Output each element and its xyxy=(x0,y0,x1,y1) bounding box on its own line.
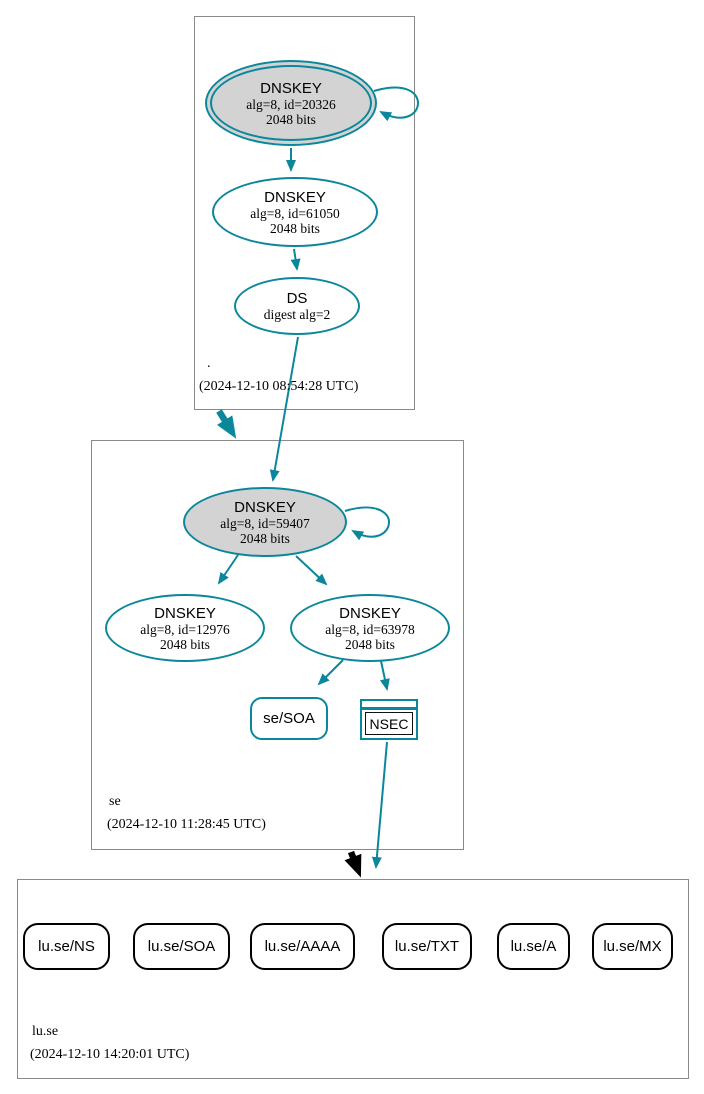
dnskey-title: DNSKEY xyxy=(154,604,216,622)
dnskey-size: 2048 bits xyxy=(240,530,290,546)
se-zsk2-dnskey-node[interactable]: DNSKEY alg=8, id=63978 2048 bits xyxy=(290,594,450,662)
rrset-label: se/SOA xyxy=(263,710,315,727)
rrset-label: lu.se/AAAA xyxy=(264,938,341,955)
luse-mx-rrset-node[interactable]: lu.se/MX xyxy=(592,923,673,970)
dnskey-title: DNSKEY xyxy=(234,498,296,516)
nsec-label: NSEC xyxy=(365,712,413,735)
dnskey-algorithm: alg=8, id=12976 xyxy=(140,621,230,637)
luse-soa-rrset-node[interactable]: lu.se/SOA xyxy=(133,923,230,970)
zone-box-luse xyxy=(17,879,689,1079)
zone-name-luse: lu.se xyxy=(32,1024,59,1039)
dnskey-size: 2048 bits xyxy=(266,111,316,127)
se-nsec-node[interactable]: NSEC xyxy=(360,699,418,740)
dnskey-title: DNSKEY xyxy=(264,188,326,206)
dnskey-size: 2048 bits xyxy=(345,636,395,652)
nsec-top-cell xyxy=(362,701,416,710)
luse-ns-rrset-node[interactable]: lu.se/NS xyxy=(23,923,110,970)
rrset-label: lu.se/A xyxy=(510,938,557,955)
rrset-label: lu.se/NS xyxy=(38,938,95,955)
zone-timestamp-root: (2024-12-10 08:54:28 UTC) xyxy=(199,379,359,394)
luse-a-rrset-node[interactable]: lu.se/A xyxy=(497,923,570,970)
se-soa-rrset-node[interactable]: se/SOA xyxy=(250,697,328,740)
root-ds-node[interactable]: DS digest alg=2 xyxy=(234,277,360,335)
dnskey-algorithm: alg=8, id=63978 xyxy=(325,621,415,637)
dnskey-size: 2048 bits xyxy=(270,220,320,236)
zone-timestamp-se: (2024-12-10 11:28:45 UTC) xyxy=(107,817,266,832)
rrset-label: lu.se/SOA xyxy=(147,938,216,955)
luse-aaaa-rrset-node[interactable]: lu.se/AAAA xyxy=(250,923,355,970)
rrset-label: lu.se/MX xyxy=(603,938,662,955)
se-ksk-dnskey-node[interactable]: DNSKEY alg=8, id=59407 2048 bits xyxy=(183,487,347,557)
zone-name-se: se xyxy=(109,794,121,809)
delegation-arrow-insecure-se-luse xyxy=(344,850,362,878)
zone-name-root: . xyxy=(207,356,211,371)
rrset-label: lu.se/TXT xyxy=(394,938,460,955)
ds-title: DS xyxy=(286,290,308,307)
luse-txt-rrset-node[interactable]: lu.se/TXT xyxy=(382,923,472,970)
dnskey-algorithm: alg=8, id=59407 xyxy=(220,515,310,531)
root-zsk-dnskey-node[interactable]: DNSKEY alg=8, id=61050 2048 bits xyxy=(212,177,378,247)
dnskey-title: DNSKEY xyxy=(339,604,401,622)
root-ksk-dnskey-node[interactable]: DNSKEY alg=8, id=20326 2048 bits xyxy=(205,60,377,146)
dnskey-title: DNSKEY xyxy=(260,79,322,97)
zone-box-root xyxy=(194,16,415,410)
ds-digest: digest alg=2 xyxy=(263,307,331,322)
se-zsk1-dnskey-node[interactable]: DNSKEY alg=8, id=12976 2048 bits xyxy=(105,594,265,662)
delegation-arrow-secure-root-se xyxy=(216,409,237,439)
dnskey-algorithm: alg=8, id=20326 xyxy=(246,96,336,112)
dnskey-algorithm: alg=8, id=61050 xyxy=(250,205,340,221)
zone-timestamp-luse: (2024-12-10 14:20:01 UTC) xyxy=(30,1047,190,1062)
dnskey-size: 2048 bits xyxy=(160,636,210,652)
